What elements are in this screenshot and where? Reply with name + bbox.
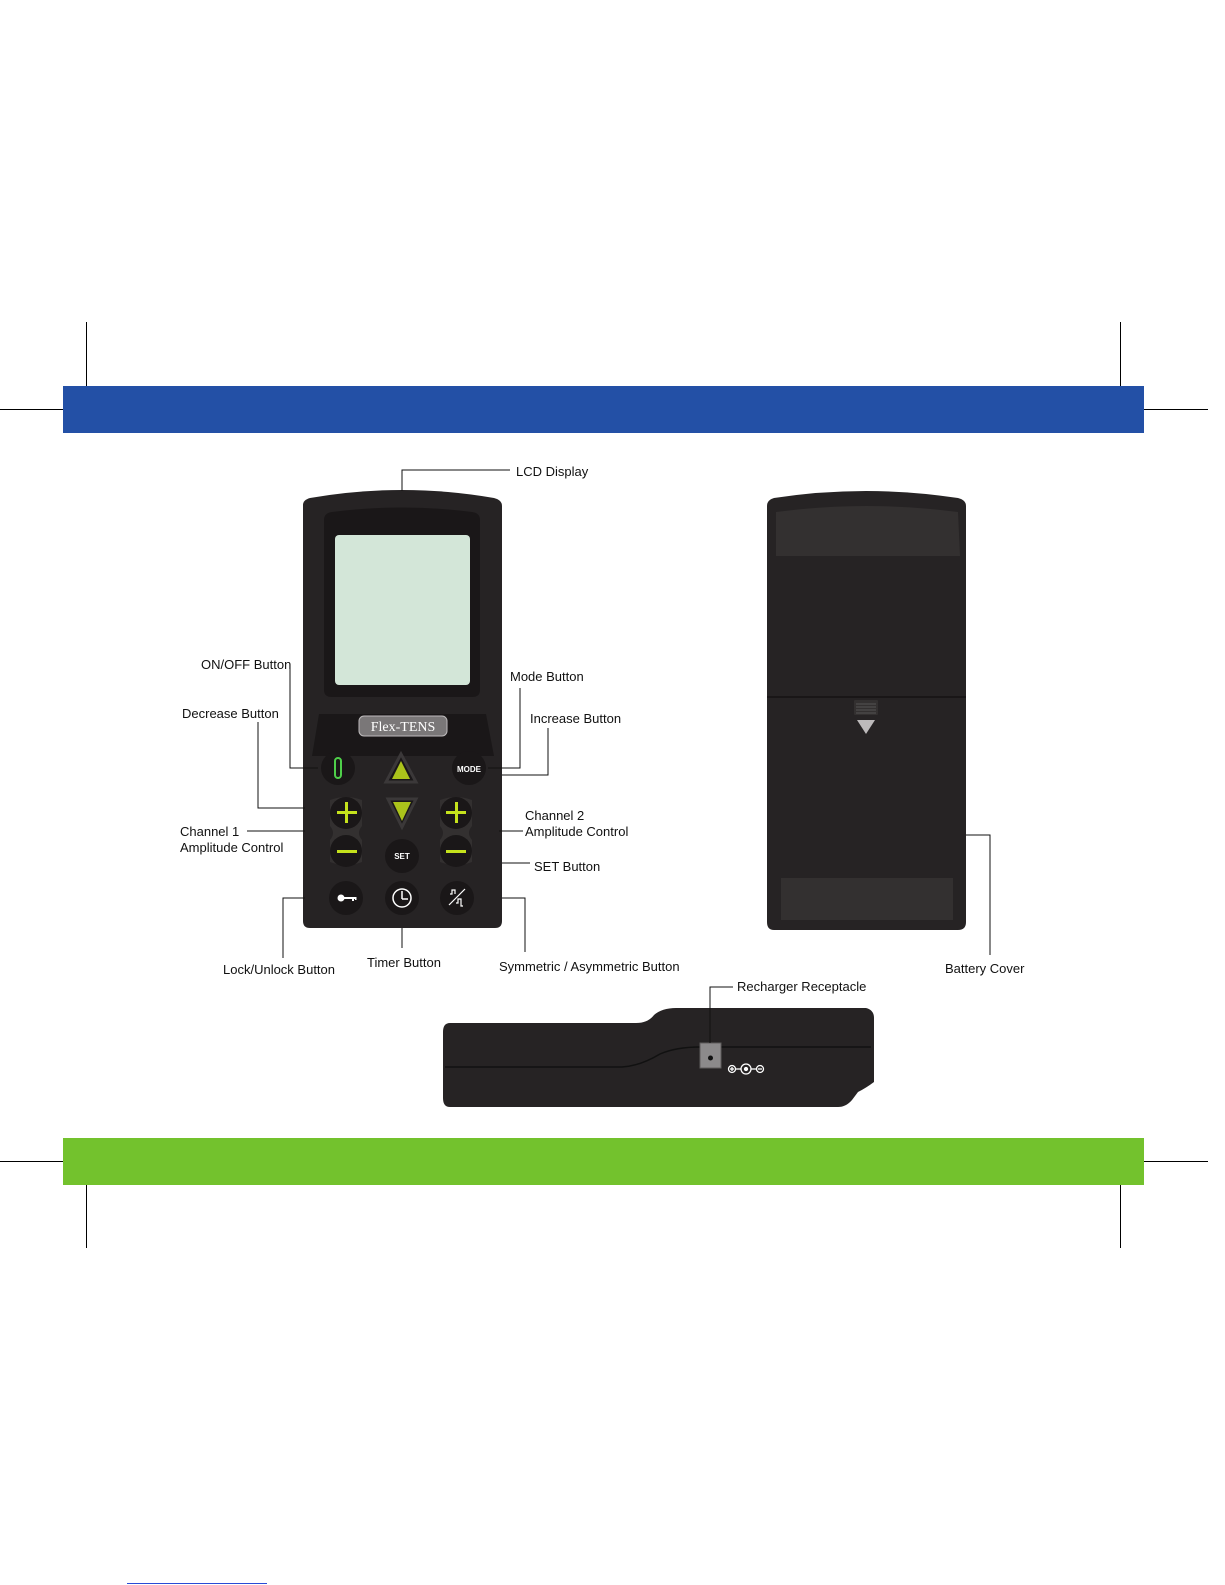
receptacle-pin <box>708 1056 713 1061</box>
recharger-receptacle-label: Recharger Receptacle <box>737 979 866 995</box>
lcd-display-label: LCD Display <box>516 464 588 480</box>
battery-cover-label: Battery Cover <box>945 961 1024 977</box>
on-off-button-label: ON/OFF Button <box>201 657 291 673</box>
brand-logo: Flex-TENS <box>371 720 436 735</box>
on-off-button[interactable] <box>321 751 355 785</box>
side-device-body <box>443 1008 874 1107</box>
front-device: Flex-TENS MODE SET <box>303 490 502 928</box>
battery-latch <box>854 700 878 715</box>
back-leader-lines <box>966 835 990 955</box>
increase-button-label: Increase Button <box>530 711 621 727</box>
symmetric-button[interactable] <box>440 881 474 915</box>
decrease-button-label: Decrease Button <box>182 706 279 722</box>
mode-key-label: MODE <box>457 765 482 774</box>
mode-button-label: Mode Button <box>510 669 584 685</box>
channel1-minus-icon <box>337 850 357 853</box>
side-device <box>443 1008 874 1107</box>
symmetric-button-label: Symmetric / Asymmetric Button <box>499 959 680 975</box>
footer-rule <box>127 1583 267 1584</box>
back-top-panel <box>776 506 960 556</box>
lcd-screen <box>335 535 470 685</box>
channel2-plus-icon-v <box>455 802 458 823</box>
channel1-plus-icon-v <box>345 802 348 823</box>
back-label-plate <box>781 878 953 920</box>
set-button-label: SET Button <box>534 859 600 875</box>
channel2-label: Channel 2 Amplitude Control <box>525 808 628 840</box>
set-key-label: SET <box>394 852 410 861</box>
timer-button-label: Timer Button <box>367 955 441 971</box>
channel2-minus-icon <box>446 850 466 853</box>
lock-button-label: Lock/Unlock Button <box>223 962 335 978</box>
back-device <box>767 491 966 930</box>
channel1-label: Channel 1 Amplitude Control <box>180 824 283 856</box>
